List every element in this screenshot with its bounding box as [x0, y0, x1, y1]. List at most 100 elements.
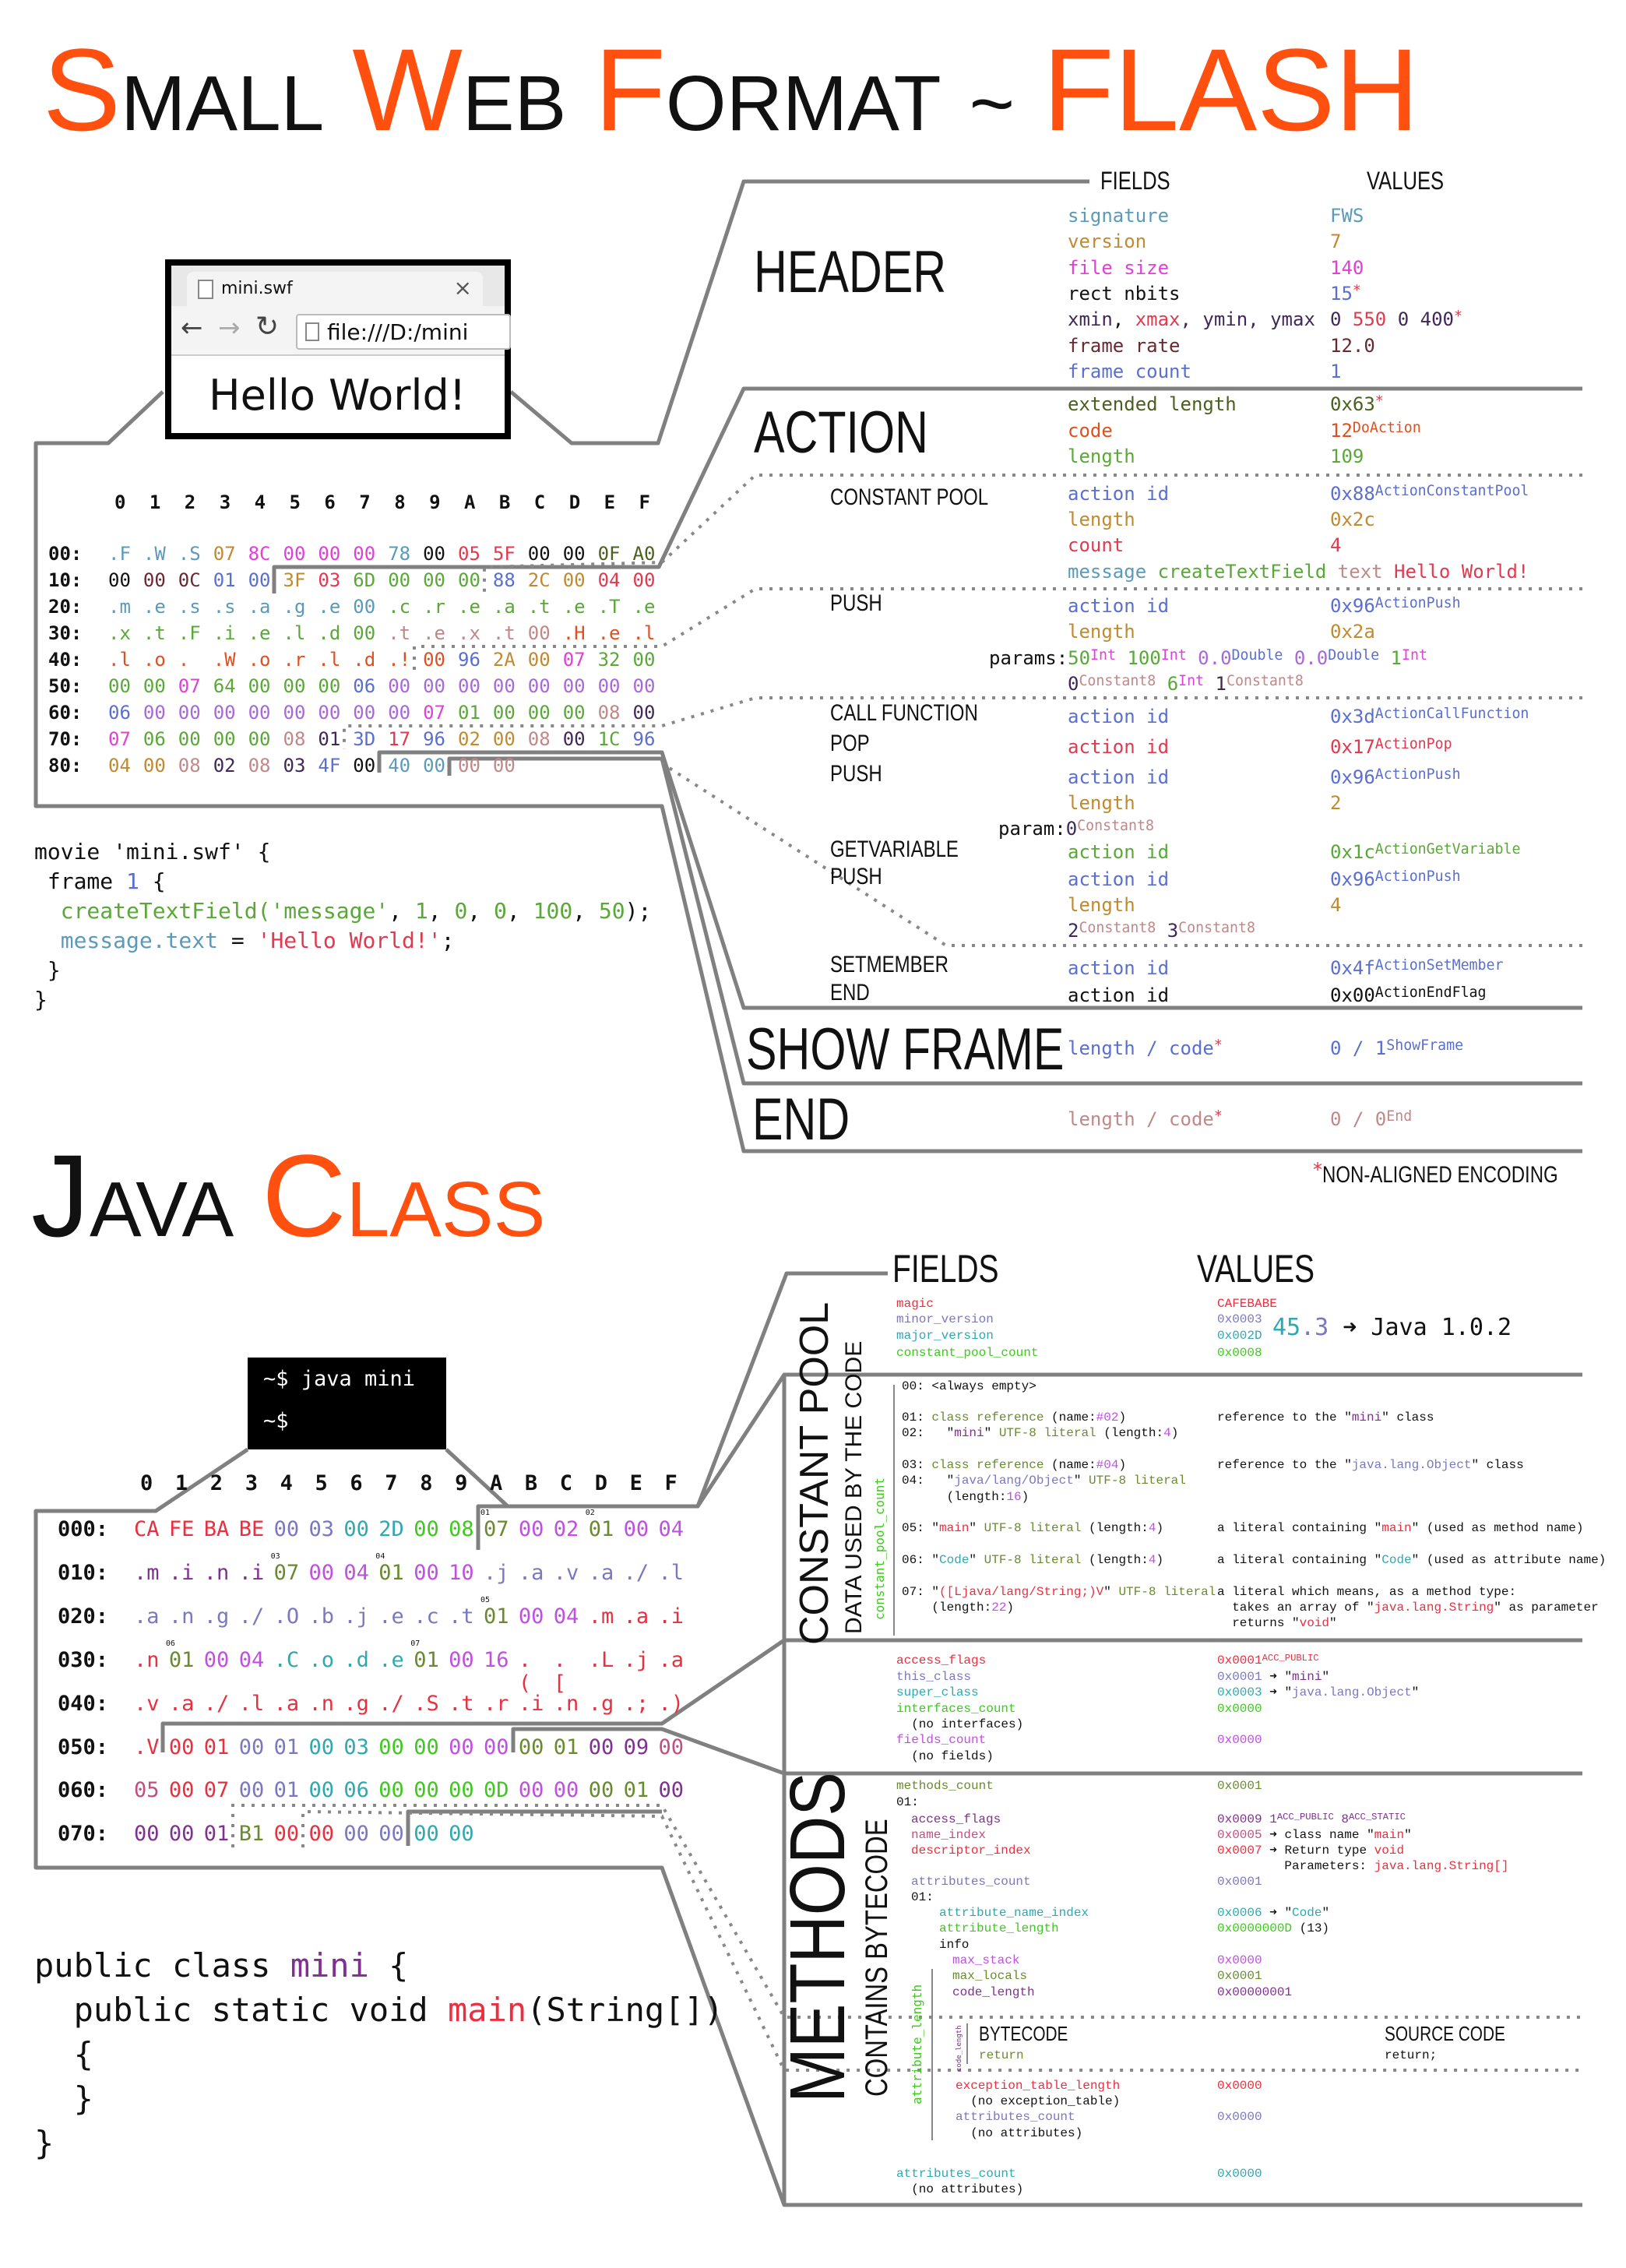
text-token: frame — [34, 868, 127, 894]
hex-byte: 07 — [273, 1560, 300, 1585]
hex-byte: 07 — [423, 702, 445, 724]
label-contains-bytecode: CONTAINS BYTECODE — [860, 1819, 894, 2097]
hex-byte: .a — [518, 1560, 544, 1585]
field-name: length — [1068, 509, 1135, 530]
hex-byte: 08 — [283, 728, 306, 750]
hex-address: 010: — [58, 1560, 109, 1585]
text-token: 4 — [1330, 894, 1342, 916]
code-line: } — [34, 956, 651, 985]
field-value: 0x002D — [1217, 1329, 1262, 1343]
close-icon[interactable]: × — [453, 275, 472, 301]
hex-byte: 00 — [527, 622, 551, 644]
hex-byte: 00 — [492, 755, 516, 777]
java-cp-line — [476, 1372, 1582, 1550]
forward-icon[interactable]: → — [218, 312, 241, 343]
text-token: 0 — [1068, 673, 1079, 695]
hex-address: 000: — [58, 1517, 109, 1541]
text-token: ➜ class name " — [1262, 1828, 1374, 1842]
hex-column-header: 3 — [245, 1471, 258, 1495]
text-token: 50 — [1068, 647, 1091, 669]
hex-byte: 08 — [597, 702, 621, 724]
text-token: 04: " — [902, 1474, 955, 1488]
text-token: 0x0000 — [1217, 2167, 1262, 2181]
text-token: param: — [998, 818, 1066, 840]
field-value: a literal containing "Code" (used as att… — [1217, 1553, 1606, 1567]
hex-byte: ./ — [238, 1604, 265, 1629]
hex-column-header: 8 — [420, 1471, 433, 1495]
hex-byte: .n — [203, 1560, 230, 1585]
field-value: 0x4fActionSetMember — [1330, 958, 1503, 978]
text-token: 0x0006 — [1217, 1906, 1262, 1920]
hex-byte: 06 — [108, 702, 131, 724]
text-token: } — [34, 957, 61, 983]
url-bar[interactable]: file:///D:/mini — [296, 314, 511, 350]
hex-byte: 00 — [632, 649, 656, 671]
field-name: 01: — [896, 1795, 919, 1809]
browser-tab[interactable]: mini.swf × — [187, 272, 483, 306]
text-token: 0x00 — [1330, 984, 1375, 1006]
text-token: main — [939, 1521, 970, 1535]
field-value: 0x0001ACC_PUBLIC — [1217, 1653, 1319, 1668]
hex-byte: 00 — [353, 596, 376, 618]
hex-column-header: E — [629, 1471, 642, 1495]
text-token: signature — [1068, 205, 1170, 227]
text-token: 0x88 — [1330, 483, 1375, 505]
hex-byte: 00 — [248, 569, 271, 591]
back-icon[interactable]: ← — [181, 312, 203, 343]
text-token: params: — [989, 647, 1068, 669]
text-token: ActionConstantPool — [1374, 483, 1529, 500]
note-star: * — [1313, 1159, 1322, 1182]
field-name: methods_count — [896, 1779, 994, 1793]
text-token: { — [139, 868, 166, 894]
text-token: Double — [1328, 647, 1380, 664]
hex-byte: 00 — [248, 675, 271, 697]
hex-column-header: 6 — [350, 1471, 363, 1495]
hex-byte: 06 — [143, 728, 166, 750]
field-value: 4 — [1330, 895, 1341, 915]
text-token: Int — [1090, 647, 1116, 664]
field-name: fields_count — [896, 1733, 986, 1747]
text-token: length — [1068, 894, 1135, 916]
hex-byte: 00 — [518, 1517, 544, 1541]
hex-byte: 00 — [492, 675, 516, 697]
page-content: Hello World! — [209, 371, 466, 420]
text-token: ) — [1006, 1601, 1015, 1615]
hex-column-header: 6 — [324, 491, 336, 513]
text-token: count — [1068, 534, 1124, 556]
text-token: main — [1381, 1521, 1412, 1535]
text-token: UTF-8 literal — [984, 1553, 1082, 1567]
text-token: ➜ " — [1262, 1906, 1293, 1920]
hex-byte: 00 — [623, 1517, 649, 1541]
text-token: " — [1322, 1906, 1330, 1920]
text-token: ACC_PUBLIC — [1276, 1812, 1334, 1823]
java-source-code: public class mini { public static void m… — [34, 1943, 723, 2165]
hex-byte: .C — [273, 1647, 300, 1672]
field-name: super_class — [896, 1685, 979, 1699]
hex-byte: BE — [238, 1517, 265, 1541]
constant-index-marker: 07 — [410, 1639, 421, 1648]
hex-byte: 01 — [318, 728, 341, 750]
hex-byte: 00 — [213, 702, 236, 724]
text-token: java.lang.String[] — [1374, 1859, 1509, 1873]
text-token: length — [1068, 446, 1135, 467]
hex-byte: .e — [597, 622, 621, 644]
hex-column-header: 3 — [219, 491, 231, 513]
hex-byte: .F — [178, 622, 201, 644]
text-token: * — [1374, 393, 1384, 410]
text-token: 2 — [1068, 920, 1079, 942]
hex-column-header: B — [524, 1471, 538, 1495]
constant-index-marker: 05 — [480, 1595, 491, 1604]
field-name: action id — [1068, 767, 1169, 787]
hex-byte: 00 — [283, 543, 306, 565]
field-value: a literal which means, as a method type: — [1217, 1585, 1516, 1599]
field-value: 15* — [1330, 284, 1361, 304]
text-token: 0 / 1 — [1330, 1037, 1387, 1059]
hex-address: 60: — [48, 702, 83, 724]
text-token: ACC_PUBLIC — [1262, 1653, 1319, 1664]
constant-index-marker: 02 — [585, 1509, 595, 1517]
hex-byte: 01 — [588, 1517, 614, 1541]
reload-icon[interactable]: ↻ — [255, 311, 280, 343]
dotted-connector — [660, 762, 1582, 947]
field-value: 0 550 0 400* — [1330, 309, 1462, 329]
field-value: 12.0 — [1330, 336, 1375, 356]
